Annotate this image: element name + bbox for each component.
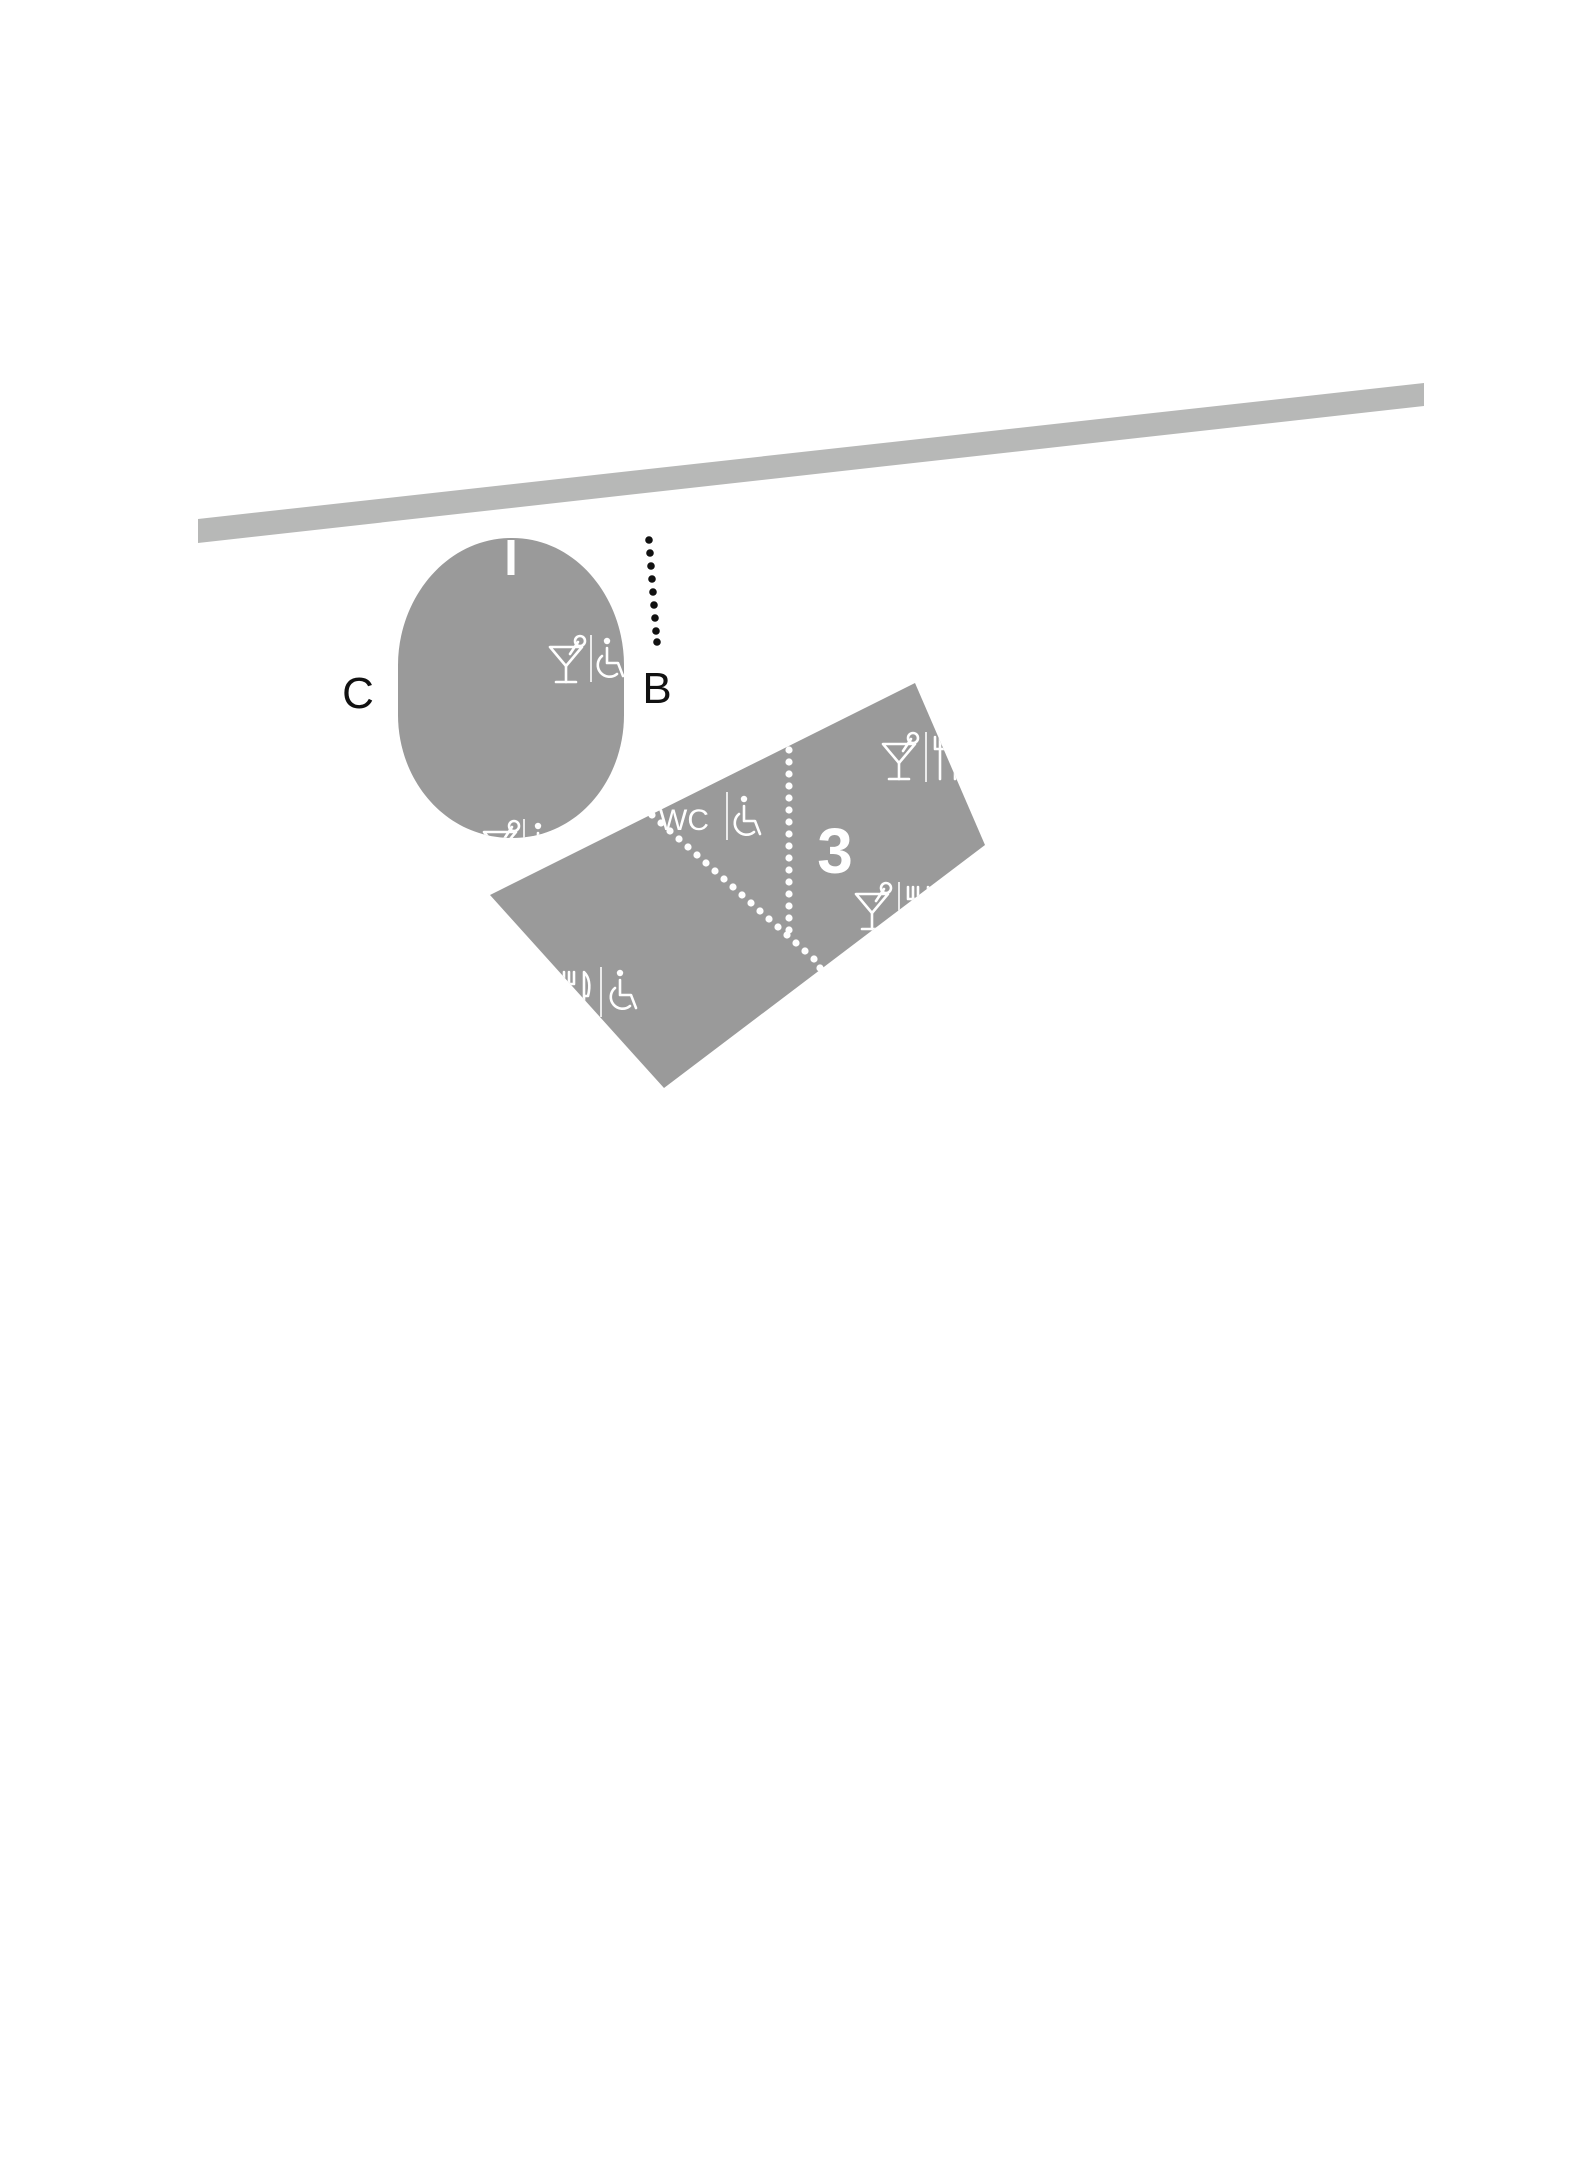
oval-amenities-bottom <box>482 819 556 838</box>
entrance-b-dotted-path <box>645 536 661 646</box>
oval-building <box>398 538 624 838</box>
entrance-c-label: C <box>342 669 374 718</box>
road-band <box>198 383 1424 543</box>
oval-amenities-top <box>548 634 625 684</box>
amenities-bottom-left <box>562 967 638 1017</box>
entrance-b-label: B <box>642 664 671 713</box>
wc-amenity: WC <box>659 792 762 840</box>
venue-3-building <box>490 683 985 1088</box>
amenities-top-right <box>881 731 962 782</box>
interior-dotted-lines <box>648 746 824 972</box>
wc-label: WC <box>659 804 709 837</box>
venue-number-label: 3 <box>817 815 853 887</box>
